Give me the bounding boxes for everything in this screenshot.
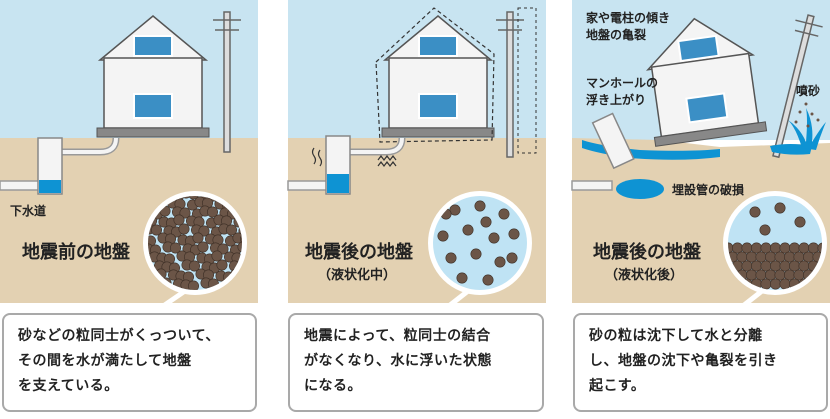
sand-grain <box>180 196 192 199</box>
panel2-subtitle: （液状化中） <box>318 268 397 283</box>
window <box>133 93 173 119</box>
sand-grain <box>217 243 229 255</box>
sand-boil <box>788 102 826 150</box>
utility-pole <box>213 11 241 153</box>
sand-grain <box>508 228 520 240</box>
house <box>96 15 210 138</box>
sand-grain <box>506 252 518 264</box>
caption-box-after: 砂の粒は沈下して水と分離 し、地盤の沈下や亀裂を引き 起こす。 <box>573 313 828 412</box>
sand-grain <box>480 216 492 228</box>
sand-grain <box>474 200 486 212</box>
shake-outline <box>375 7 495 143</box>
window <box>685 92 729 124</box>
window <box>418 93 458 119</box>
water <box>327 174 349 193</box>
sand-grain <box>470 248 482 260</box>
caption-before: 砂などの粒同士がくっついて、 その間を水が満たして地盤 を支えている。 <box>18 328 220 394</box>
sand-grains-floating <box>437 200 520 286</box>
sand-grain <box>197 241 209 253</box>
sand-grain <box>151 224 163 236</box>
caption-box-during: 地震によって、粒同士の結合 がなくなり、水に浮いた状態 になる。 <box>288 313 544 412</box>
panel3-title: 地震後の地盤 <box>593 242 701 263</box>
caption-box-before: 砂などの粒同士がくっついて、 その間を水が満たして地盤 を支えている。 <box>2 313 257 412</box>
tilted-house <box>645 17 768 147</box>
sand-grain <box>189 260 201 272</box>
sand-grain <box>226 224 238 236</box>
sand-grain <box>173 214 185 226</box>
sand-grain <box>237 241 242 253</box>
sand-grain <box>488 232 500 244</box>
sand-grain <box>749 206 761 218</box>
sand-grain <box>794 216 806 228</box>
sand-grain <box>498 208 510 220</box>
caption-during: 地震によって、粒同士の結合 がなくなり、水に浮いた状態 になる。 <box>304 328 492 394</box>
sand-grain <box>760 278 772 290</box>
tilted-utility-pole <box>772 14 823 159</box>
sand-grain <box>462 224 474 236</box>
sand-grain <box>449 204 461 216</box>
manhole-float-label: マンホールの 浮き上がり <box>586 76 659 107</box>
pointer <box>438 289 470 315</box>
sand-grain <box>178 223 190 235</box>
sand-grain <box>482 274 494 286</box>
panel-after-liquefaction <box>571 0 830 315</box>
sand-grain <box>192 232 204 244</box>
water-pool <box>616 179 664 199</box>
pipe-damage-label: 埋設管の破損 <box>672 183 745 197</box>
sand-grain <box>437 230 449 242</box>
sand-grain <box>445 252 457 264</box>
floating-manhole <box>591 112 635 170</box>
panel2-title: 地震後の地盤 <box>305 242 413 263</box>
panel-during-liquefaction <box>287 0 546 315</box>
panel-before-earthquake <box>0 0 258 316</box>
sewer-label: 下水道 <box>10 204 47 218</box>
sand-grain <box>207 206 219 218</box>
sand-grain <box>456 272 468 284</box>
panel3-subtitle: （液状化後） <box>605 268 684 283</box>
caption-after: 砂の粒は沈下して水と分離 し、地盤の沈下や亀裂を引き 起こす。 <box>589 328 778 394</box>
tilt-crack-label: 家や電柱の傾き 地盤の亀裂 <box>586 11 671 42</box>
sand-grains-settled <box>728 202 822 290</box>
vibration-mark <box>311 147 323 167</box>
panel1-title: 地震前の地盤 <box>22 242 130 263</box>
sand-grain <box>198 225 210 237</box>
pointer <box>732 289 764 315</box>
water <box>39 180 61 193</box>
sand-grain <box>240 233 242 245</box>
utility-pole <box>496 7 537 158</box>
water-spread <box>770 144 812 155</box>
window <box>677 34 720 63</box>
house <box>375 7 495 143</box>
sand-grain <box>759 224 771 236</box>
sand-grains-packed <box>148 196 242 290</box>
sand-grain <box>179 207 191 219</box>
sand-grain <box>494 256 506 268</box>
sewer-pipe <box>287 135 406 195</box>
sand-grain <box>188 196 200 200</box>
sand-grain <box>769 278 781 290</box>
pointer <box>151 288 187 316</box>
sand-grain <box>188 280 200 290</box>
sand-grain <box>211 250 223 262</box>
sewer-pipe <box>0 137 120 195</box>
window <box>133 35 173 57</box>
vibration-mark <box>377 155 397 167</box>
window <box>418 35 458 57</box>
sand-grain <box>170 242 182 254</box>
sand-grain <box>779 278 791 290</box>
sand-boil-label: 噴砂 <box>796 84 821 98</box>
sand-grain <box>817 242 822 254</box>
sand-grain <box>774 202 786 214</box>
sand-grain <box>216 259 228 271</box>
broken-pipe <box>571 180 613 191</box>
